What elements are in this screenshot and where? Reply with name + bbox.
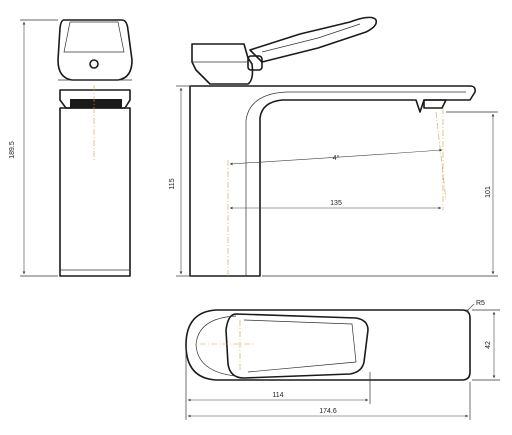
front-body [59, 107, 131, 277]
side-aerator [423, 99, 447, 109]
side-handle-lever-inner [261, 23, 361, 53]
side-view: 115 101 4° 135 [169, 16, 498, 277]
front-aerator [70, 99, 122, 108]
dim-width-label: 42 [485, 341, 492, 349]
top-lever [225, 313, 369, 379]
dim-total-length-label: 174.6 [319, 408, 337, 415]
front-handle-shade [63, 21, 125, 53]
side-handle-pivot [247, 55, 263, 71]
side-handle-block [191, 43, 254, 85]
dim-inner-length-label: 114 [272, 392, 283, 399]
front-handle-pin [89, 59, 99, 69]
spout-angle-axis [435, 111, 447, 201]
dim-line-angle [229, 148, 443, 166]
dim-total-height-label: 189.5 [9, 141, 16, 159]
top-outline [185, 309, 471, 381]
dim-spout-height-label: 101 [485, 186, 492, 198]
side-spout-inner [245, 91, 466, 276]
top-view: R5 42 114 174.6 [185, 300, 500, 420]
side-body-spout [189, 85, 476, 277]
top-lever-inner [243, 319, 357, 373]
side-handle-lever [249, 16, 378, 63]
top-handle-base [195, 315, 237, 377]
dim-body-height-label: 115 [169, 178, 176, 189]
dim-spout-reach-label: 135 [330, 200, 342, 207]
front-view: 189.5 [9, 19, 133, 277]
dim-angle-label: 4° [333, 154, 340, 162]
dim-radius-label: R5 [476, 300, 485, 307]
front-handle [57, 19, 133, 81]
dim-leader-radius [465, 303, 475, 313]
